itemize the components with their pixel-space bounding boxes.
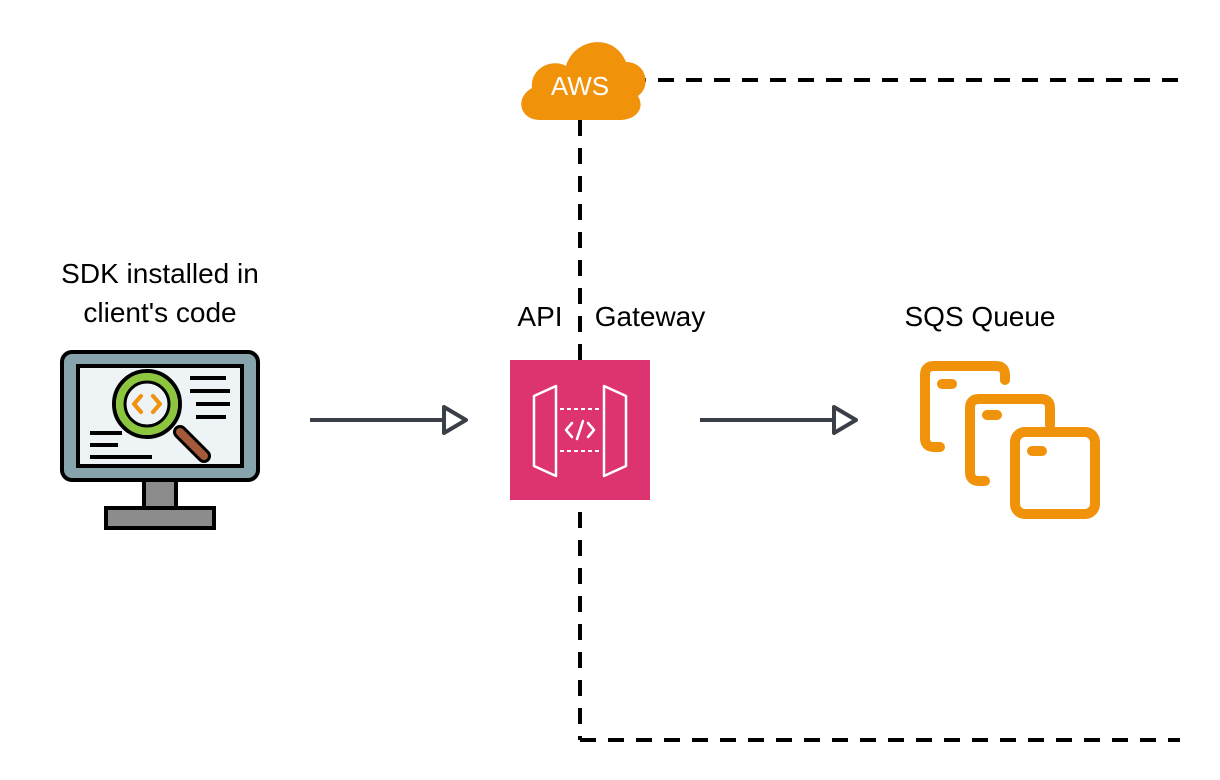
sqs-queue-icon — [920, 361, 1100, 519]
arrow-head — [442, 405, 468, 435]
aws-cloud-icon — [521, 42, 646, 121]
api-gateway-icon — [510, 360, 650, 500]
code-bracket-icon — [132, 394, 143, 414]
edge-api-gateway-to-sqs — [700, 405, 858, 435]
monitor-neck — [142, 476, 178, 512]
sqs-label: SQS Queue — [905, 301, 1056, 332]
aws-boundary — [578, 78, 1180, 742]
sqs-node: SQS Queue — [905, 301, 1100, 519]
api-gateway-node: API Gateway — [510, 301, 705, 500]
monitor-code-search-icon — [60, 350, 260, 530]
api-gateway-label-part1: API — [517, 301, 562, 332]
client-label-line2: client's code — [83, 297, 236, 328]
client-label-line1: SDK installed in — [61, 258, 259, 289]
client-node: SDK installed in client's code — [60, 258, 260, 530]
edge-client-to-api-gateway — [310, 405, 468, 435]
api-gateway-label-part2: Gateway — [595, 301, 706, 332]
aws-cloud-label: AWS — [551, 71, 609, 101]
aws-cloud: AWS — [521, 42, 646, 121]
arrow-head — [832, 405, 858, 435]
monitor-base — [104, 506, 216, 530]
